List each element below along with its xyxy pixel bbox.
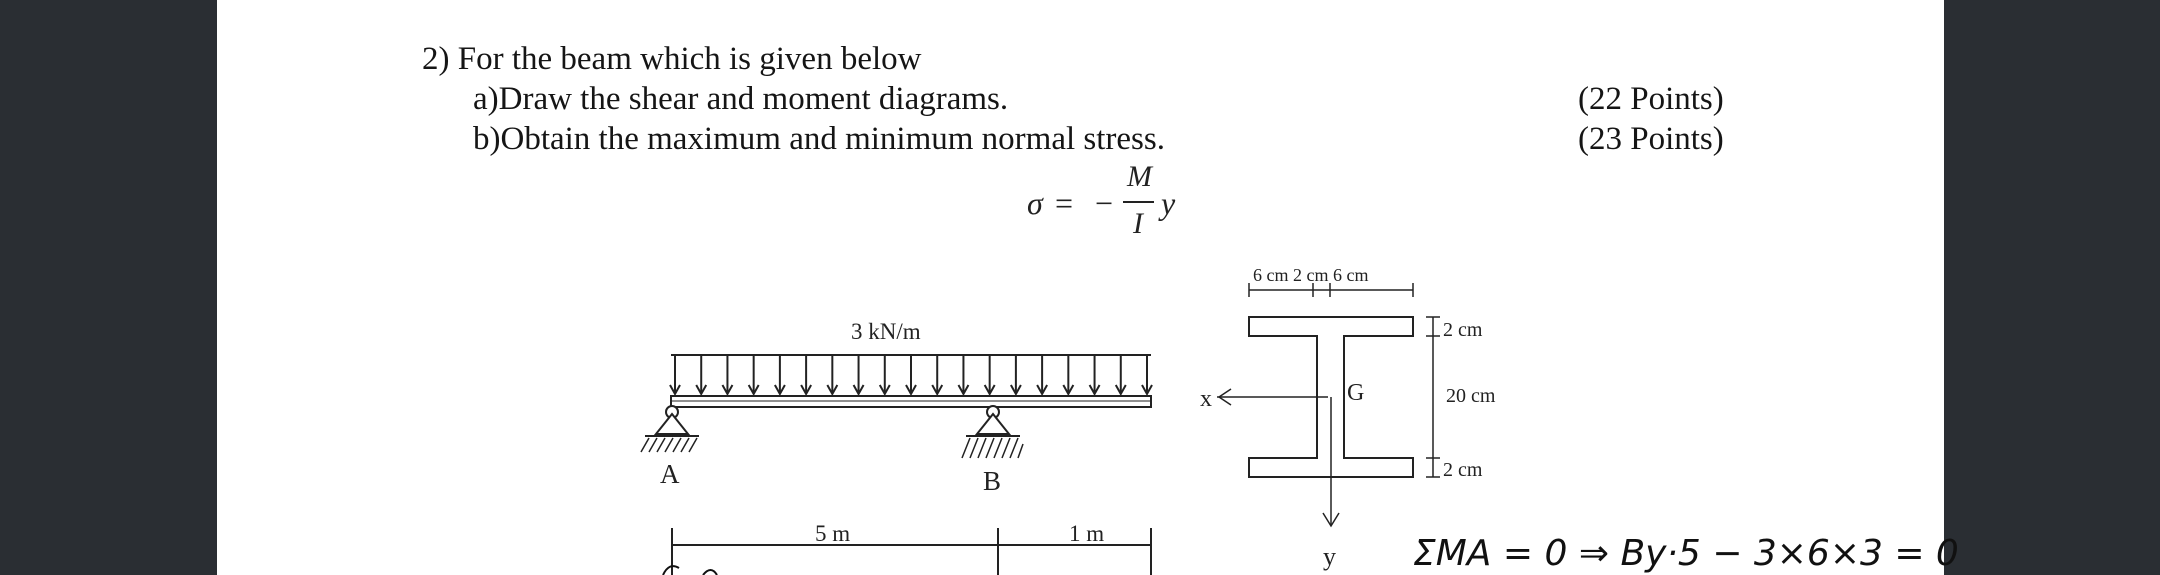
section-top-dims: 6 cm 2 cm 6 cm (1253, 265, 1368, 285)
pin-support-a (640, 405, 699, 453)
formula-equals: = (1055, 185, 1073, 221)
load-arrow (695, 356, 708, 397)
load-arrow (852, 356, 865, 397)
formula-numerator: M (1126, 160, 1154, 193)
load-arrow (826, 356, 839, 397)
load-arrow (905, 356, 917, 397)
span-ab-label: 5 m (815, 521, 850, 546)
load-arrow (878, 356, 891, 397)
y-axis-label: y (1323, 542, 1336, 571)
load-arrow (800, 356, 812, 397)
handwritten-equation: ΣMA = 0 ⇒ By·5 − 3×6×3 = 0 (1413, 533, 1959, 574)
stress-formula: σ = − M I y (1027, 160, 1176, 240)
flange-bottom-dim: 2 cm (1443, 459, 1483, 481)
formula-sigma: σ (1027, 185, 1044, 221)
beam-diagram: 3 kN/m A (640, 319, 1153, 575)
formula-factor: y (1158, 185, 1176, 221)
handwritten-mark-left (662, 565, 680, 575)
load-arrow (931, 356, 944, 397)
load-arrow (1036, 356, 1048, 397)
load-arrow (774, 356, 786, 397)
load-arrow (669, 356, 681, 397)
formula-denominator: I (1132, 207, 1145, 240)
centroid-label: G (1347, 380, 1364, 406)
part-b-points: (23 Points) (1578, 121, 1724, 157)
load-arrow (1062, 356, 1075, 397)
support-b-label: B (983, 466, 1001, 496)
support-a-label: A (660, 459, 680, 489)
load-arrow (1141, 356, 1153, 397)
x-axis-label: x (1200, 386, 1212, 412)
part-b-text: b)Obtain the maximum and minimum normal … (473, 121, 1165, 157)
load-arrow (957, 356, 970, 397)
load-arrow (983, 356, 996, 397)
y-axis-arrow (1322, 512, 1340, 528)
i-beam-cross-section: 6 cm 2 cm 6 cm x y G (1200, 265, 1496, 571)
formula-minus: − (1095, 185, 1113, 221)
problem-title: 2) For the beam which is given below (422, 41, 922, 77)
x-axis-arrow (1217, 388, 1232, 406)
load-arrow (1010, 356, 1022, 397)
flange-top-dim: 2 cm (1443, 319, 1483, 341)
part-a-text: a)Draw the shear and moment diagrams. (473, 81, 1009, 117)
load-arrow (747, 356, 760, 397)
worksheet-page: 2) For the beam which is given below a)D… (217, 0, 1959, 575)
load-arrow (721, 356, 734, 397)
overhang-label: 1 m (1069, 521, 1104, 546)
part-a-points: (22 Points) (1578, 81, 1724, 117)
load-label: 3 kN/m (851, 319, 921, 344)
load-arrow (1114, 356, 1127, 397)
distributed-load-arrows (669, 356, 1153, 397)
web-height-dim: 20 cm (1446, 385, 1496, 407)
load-arrow (1088, 356, 1101, 397)
figure-canvas: σ = − M I y 3 kN/m (640, 160, 1959, 575)
pin-support-b (961, 405, 1024, 459)
